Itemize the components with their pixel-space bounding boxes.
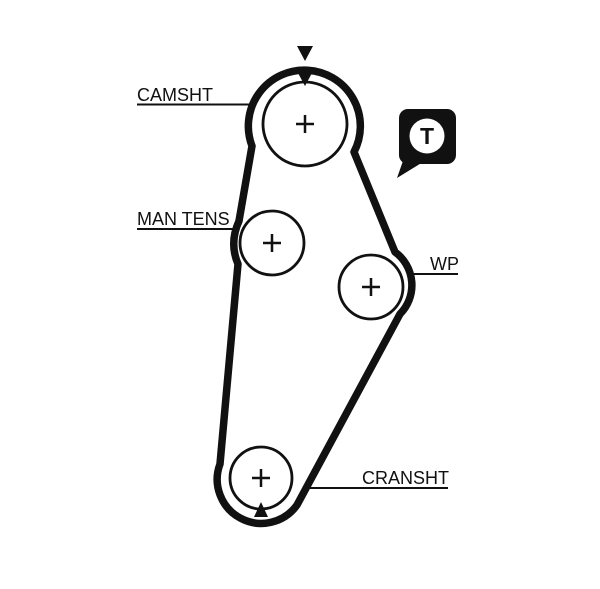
tensioner-label: MAN TENS bbox=[137, 209, 230, 229]
camshaft-center-cross-icon bbox=[296, 115, 314, 133]
water-pump-center-cross-icon bbox=[362, 278, 380, 296]
camshaft-outer-timing-mark-icon bbox=[297, 46, 313, 61]
camshaft-inner-timing-mark-icon bbox=[298, 73, 312, 86]
badge-letter: T bbox=[420, 123, 434, 149]
crankshaft-center-cross-icon bbox=[252, 469, 270, 487]
water-pump-label: WP bbox=[430, 254, 459, 274]
timing-belt bbox=[213, 66, 416, 528]
tensioner-badge: T bbox=[397, 109, 456, 178]
crankshaft-label: CRANSHT bbox=[362, 468, 449, 488]
badge-circle bbox=[409, 118, 445, 154]
crankshaft-timing-mark-icon bbox=[254, 502, 268, 517]
camshaft-label: CAMSHT bbox=[137, 85, 213, 105]
tensioner-center-cross-icon bbox=[263, 234, 281, 252]
